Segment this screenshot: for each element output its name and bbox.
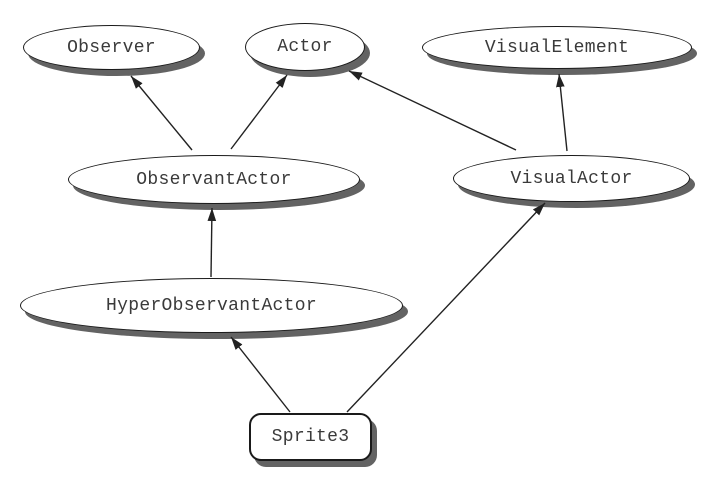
node-visualelement: VisualElement	[422, 26, 692, 69]
node-sprite3: Sprite3	[249, 413, 372, 461]
node-observantactor-label: ObservantActor	[136, 169, 292, 190]
edge-visualactor-to-actor	[348, 70, 517, 151]
node-visualactor-label: VisualActor	[510, 168, 633, 189]
edge-sprite3-to-hyperobservantactor	[230, 336, 291, 413]
node-observantactor: ObservantActor	[68, 155, 360, 204]
edge-observantactor-to-observer	[130, 75, 193, 151]
node-observer-label: Observer	[67, 37, 156, 58]
node-actor-label: Actor	[277, 37, 333, 57]
node-observer: Observer	[23, 25, 200, 70]
node-visualactor: VisualActor	[453, 155, 690, 202]
edge-visualactor-to-visualelement	[556, 73, 568, 152]
node-hyperobservantactor-label: HyperObservantActor	[106, 295, 317, 316]
node-visualelement-label: VisualElement	[484, 37, 630, 58]
node-hyperobservantactor: HyperObservantActor	[20, 278, 403, 333]
edge-hyperobservantactor-to-observantactor	[207, 207, 217, 278]
edge-observantactor-to-actor	[230, 74, 288, 150]
node-sprite3-label: Sprite3	[271, 427, 350, 447]
node-actor: Actor	[245, 23, 365, 71]
